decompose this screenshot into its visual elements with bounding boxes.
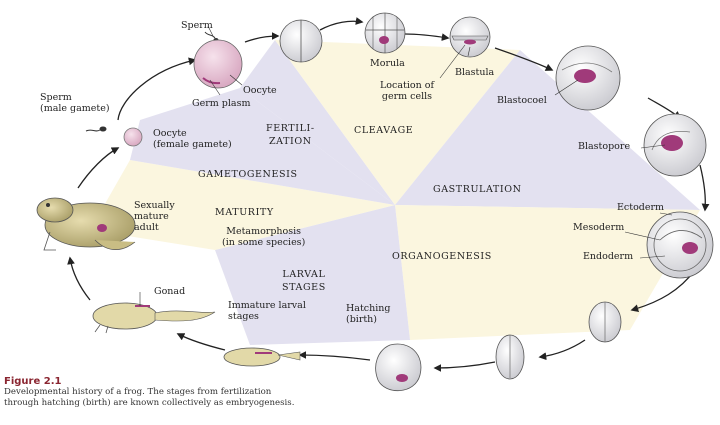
caption-text: Developmental history of a frog. The sta…: [4, 387, 295, 408]
stage-label-gametogenesis: GAMETOGENESIS: [198, 169, 298, 180]
stage-label-gastrulation: GASTRULATION: [433, 184, 522, 195]
label-blastocoel: Blastocoel: [497, 95, 547, 106]
label-oocyte-female-gamete: Oocyte (female gamete): [153, 128, 232, 150]
label-sexually-mature-adult: Sexually mature adult: [134, 200, 175, 233]
label-mesoderm: Mesoderm: [573, 222, 625, 233]
arrow-neurula-to-tailbud: [538, 339, 586, 361]
blastopore-embryo-icon: [643, 113, 707, 177]
arrow-adult-to-oocyte: [77, 147, 120, 189]
arrow-hatch-to-larva: [298, 351, 371, 361]
arrow-tadpole-to-adult: [67, 256, 91, 301]
blastula-icon: [449, 16, 491, 58]
label-ectoderm: Ectoderm: [617, 202, 665, 213]
label-sperm-male-gamete: Sperm (male gamete): [40, 92, 110, 114]
sector-maturity: [90, 160, 395, 250]
label-blastula: Blastula: [455, 67, 495, 78]
sector-gastrulation: [395, 50, 700, 210]
arrow-to-gastrula: [699, 164, 710, 212]
stage-label-cleavage: CLEAVAGE: [354, 125, 414, 136]
arrow-2cell-to-morula: [319, 17, 364, 31]
fertilized-egg-icon: [193, 39, 243, 89]
arrow-egg-to-2cell: [244, 32, 280, 43]
label-sperm-top: Sperm: [181, 20, 213, 31]
stage-label-maturity: MATURITY: [215, 207, 274, 218]
tailbud-embryo-icon: [495, 334, 525, 380]
label-gonad: Gonad: [154, 286, 186, 297]
label-hatching-birth: Hatching (birth): [346, 303, 391, 325]
arrow-blastula-to-blastocoel: [494, 47, 554, 71]
cycle-arrows: [67, 17, 710, 372]
germ-layers-embryo-icon: [646, 211, 714, 279]
neurula-icon: [588, 301, 622, 343]
label-endoderm: Endoderm: [583, 251, 634, 262]
stage-sectors: [90, 40, 700, 345]
label-leader-lines: [139, 25, 673, 306]
label-oocyte-top: Oocyte: [243, 85, 277, 96]
arrow-oocyte-to-sperm: [117, 57, 197, 121]
morula-icon: [364, 12, 406, 54]
tadpole-icon: [92, 302, 216, 334]
label-blastopore: Blastopore: [578, 141, 631, 152]
label-metamorphosis: Metamorphosis (in some species): [222, 226, 306, 248]
sector-fertilization: [240, 40, 395, 205]
sector-gametogenesis: [130, 88, 395, 205]
arrow-morula-to-blastula: [404, 33, 450, 41]
figure-caption: Figure 2.1 Developmental history of a fr…: [4, 376, 434, 408]
sector-larval: [215, 205, 410, 345]
arrow-tailbud-to-hatch: [433, 361, 496, 372]
hatching-embryo-icon: [375, 343, 422, 392]
label-germ-plasm: Germ plasm: [192, 98, 251, 109]
stage-label-larval-stages: LARVAL STAGES: [282, 269, 326, 293]
stage-label-fertilization: FERTILI- ZATION: [266, 123, 315, 147]
sector-organogenesis: [395, 205, 700, 340]
adult-frog-icon: [36, 197, 136, 251]
blastocoel-embryo-icon: [555, 45, 621, 111]
label-location-germ-cells: Location of germ cells: [380, 80, 434, 102]
sector-cleavage: [275, 40, 520, 205]
label-morula: Morula: [370, 58, 405, 69]
sperm-cell-icon: [85, 126, 107, 132]
caption-title: Figure 2.1: [4, 376, 62, 387]
arrow-larva-to-tadpole: [176, 333, 226, 351]
label-immature-larval-stages: Immature larval stages: [228, 300, 306, 322]
oocyte-small-icon: [123, 127, 143, 147]
immature-larva-icon: [223, 347, 301, 367]
two-cell-embryo-icon: [279, 19, 323, 63]
stage-label-organogenesis: ORGANOGENESIS: [392, 251, 492, 262]
